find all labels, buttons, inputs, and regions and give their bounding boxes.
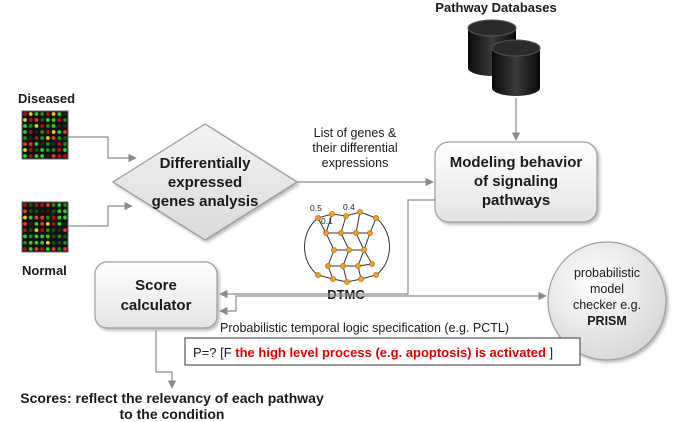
modeling-line1: Modeling behavior [450, 154, 583, 171]
diseased-microarray-icon [21, 110, 69, 160]
modeling-line2: of signaling [474, 173, 558, 190]
database-icon [467, 19, 541, 96]
modeling-to-score-arrow [219, 199, 435, 299]
gene-list-line3: expressions [322, 156, 389, 170]
deg-analysis-line3: genes analysis [152, 193, 259, 210]
score-checker-exchange-arrow [219, 291, 547, 316]
diseased-to-analysis-arrow [68, 136, 137, 163]
query-highlight: the high level process (e.g. apoptosis) … [235, 345, 546, 360]
model-checker-line4: PRISM [587, 314, 627, 328]
model-checker-line2: model [590, 282, 624, 296]
model-checker-line3: checker e.g. [573, 298, 641, 312]
pathway-databases-label: Pathway Databases [435, 0, 556, 15]
scores-output-line1: Scores: reflect the relevancy of each pa… [20, 390, 324, 406]
scores-output-line2: to the condition [120, 406, 225, 422]
score-to-output-arrow [155, 330, 177, 389]
deg-analysis-node [111, 123, 299, 241]
model-checker-node [547, 241, 667, 361]
gene-list-line2: their differential [312, 141, 397, 155]
deg-analysis-line1: Differentially [160, 155, 252, 172]
query-text: P=? [F the high level process (e.g. apop… [193, 345, 553, 360]
model-checker-line1: probabilistic [574, 266, 640, 280]
score-calculator-node [94, 261, 218, 329]
query-prefix: P=? [F [193, 345, 235, 360]
normal-microarray-icon [21, 201, 69, 253]
gene-list-line1: List of genes & [314, 126, 397, 140]
modeling-node [434, 141, 598, 223]
query-box [184, 337, 581, 366]
normal-label: Normal [22, 263, 67, 278]
dtmc-prob-3: 0.1 [321, 216, 333, 226]
query-suffix: ] [546, 345, 553, 360]
score-calculator-line1: Score [135, 277, 177, 294]
dtmc-prob-2: 0.4 [343, 202, 355, 212]
deg-analysis-line2: expressed [168, 174, 242, 191]
modeling-line3: pathways [482, 192, 550, 209]
score-calculator-line2: calculator [121, 297, 192, 314]
dtmc-prob-1: 0.5 [310, 203, 322, 213]
normal-to-analysis-arrow [68, 201, 133, 227]
diseased-label: Diseased [18, 91, 75, 106]
dtmc-graph-icon: 0.5 0.4 0.1 [304, 202, 390, 285]
pctl-label: Probabilistic temporal logic specificati… [220, 321, 509, 335]
